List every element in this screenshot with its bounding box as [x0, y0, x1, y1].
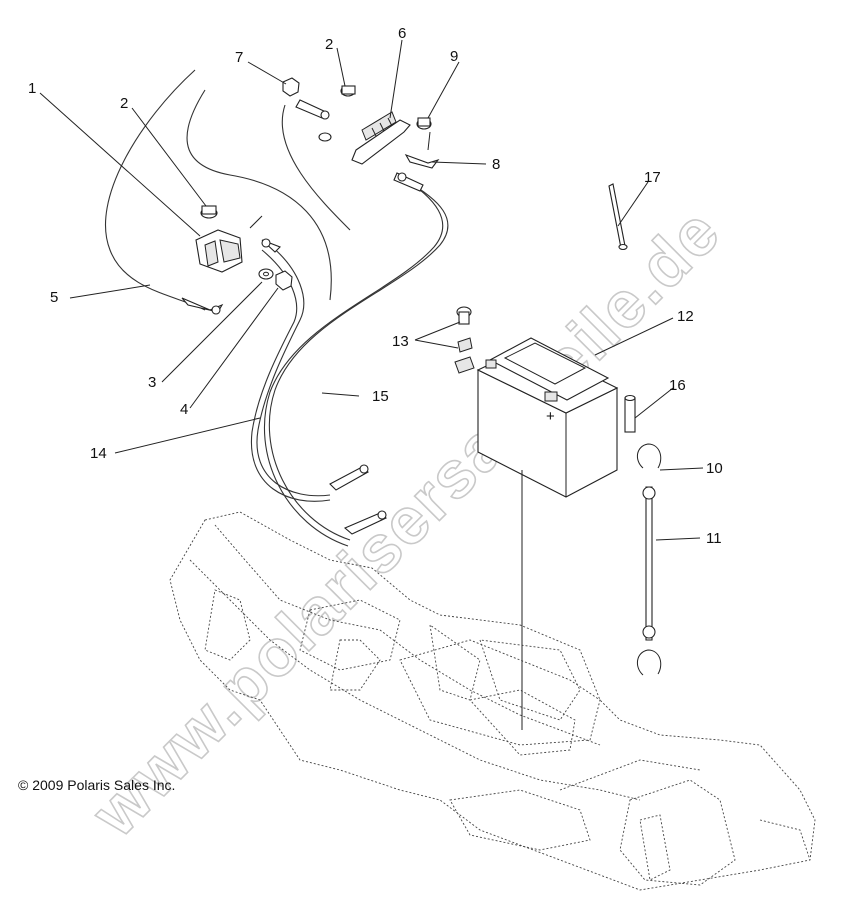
cable-14	[250, 244, 331, 502]
callout-4: 4	[180, 401, 188, 418]
callout-10: 10	[706, 460, 723, 477]
chassis-frame	[169, 511, 816, 891]
relay-solenoid	[195, 215, 263, 273]
cable-15	[263, 175, 449, 547]
nut-7	[282, 77, 300, 97]
hardware-13	[454, 306, 475, 374]
fuse-block-6	[318, 111, 411, 165]
tube-16	[624, 394, 636, 433]
screw-9	[416, 117, 432, 151]
callout-8: 8	[492, 156, 500, 173]
watermark-text: www.polarisersatzteile.de	[77, 193, 734, 850]
cable-5	[105, 69, 351, 311]
callout-5: 5	[50, 289, 58, 306]
callout-2-top: 2	[325, 36, 333, 53]
bolt-2-left	[200, 205, 218, 219]
callout-9: 9	[450, 48, 458, 65]
callout-1: 1	[28, 80, 36, 97]
callout-3: 3	[148, 374, 156, 391]
clamp-8	[404, 153, 440, 169]
nut-4	[275, 270, 293, 291]
battery-positive-mark: +	[546, 408, 555, 425]
callout-11: 11	[706, 530, 722, 547]
callout-15: 15	[372, 388, 389, 405]
callout-6: 6	[398, 25, 406, 42]
callout-labels: 1 2 2 3 4 5 6 7 8 9 10 11 12 13 14 15 16…	[28, 25, 723, 547]
rod-17	[608, 183, 628, 251]
bolt-2-top	[340, 85, 356, 97]
callout-2-left: 2	[120, 95, 128, 112]
leader-lines	[39, 39, 704, 541]
copyright-text: © 2009 Polaris Sales Inc.	[18, 777, 175, 793]
cable-lugs	[181, 99, 424, 535]
callout-14: 14	[90, 445, 107, 462]
callout-13: 13	[392, 333, 409, 350]
washer-3	[258, 268, 274, 280]
battery: +	[476, 337, 619, 730]
strap-11	[642, 486, 656, 641]
clip-10	[636, 443, 662, 676]
callout-16: 16	[669, 377, 686, 394]
callout-17: 17	[644, 169, 661, 186]
callout-7: 7	[235, 49, 243, 66]
callout-12: 12	[677, 308, 694, 325]
